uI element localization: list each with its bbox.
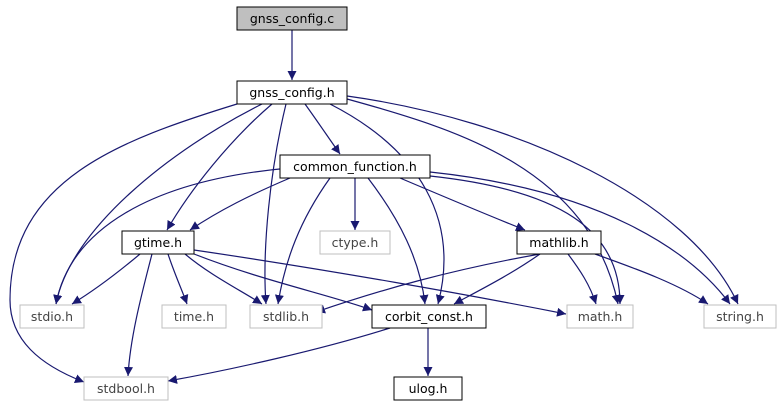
node-label-corbit-const-h: corbit_const.h bbox=[385, 309, 473, 324]
node-stdio-h[interactable]: stdio.h bbox=[19, 304, 85, 329]
node-label-gtime-h: gtime.h bbox=[134, 235, 182, 250]
edge-common-function-h-to-stdlib-h bbox=[274, 177, 331, 305]
edge-gnss-config-h-to-math-h bbox=[346, 98, 621, 305]
edge-mathlib-h-to-stdlib-h bbox=[315, 253, 541, 314]
node-label-mathlib-h: mathlib.h bbox=[529, 235, 588, 250]
edge-gnss-config-h-to-string-h bbox=[346, 95, 739, 305]
node-math-h[interactable]: math.h bbox=[566, 304, 634, 329]
edge-corbit-const-h-to-stdbool-h bbox=[167, 327, 391, 384]
node-ctype-h[interactable]: ctype.h bbox=[319, 230, 391, 255]
edge-gtime-h-to-stdbool-h bbox=[124, 253, 153, 377]
node-ulog-h[interactable]: ulog.h bbox=[393, 376, 463, 401]
edges-layer bbox=[9, 30, 739, 384]
node-gnss-config-c[interactable]: gnss_config.c bbox=[236, 6, 348, 31]
node-common-function-h[interactable]: common_function.h bbox=[279, 154, 431, 179]
edge-gnss-config-h-to-common-function-h bbox=[304, 103, 341, 155]
edge-mathlib-h-to-math-h bbox=[567, 253, 598, 305]
nodes-layer: gnss_config.c gnss_config.h common_funct… bbox=[19, 6, 777, 401]
edge-gtime-h-to-stdio-h bbox=[71, 253, 141, 305]
edge-common-function-h-to-mathlib-h bbox=[399, 177, 526, 231]
edge-gtime-h-to-corbit-const-h bbox=[193, 253, 373, 312]
node-label-ulog-h: ulog.h bbox=[409, 381, 448, 396]
node-label-common-function-h: common_function.h bbox=[293, 159, 417, 174]
node-stdlib-h[interactable]: stdlib.h bbox=[249, 304, 323, 329]
node-label-math-h: math.h bbox=[578, 309, 623, 324]
node-label-ctype-h: ctype.h bbox=[332, 235, 379, 250]
node-label-string-h: string.h bbox=[716, 309, 764, 324]
edge-gtime-h-to-time-h bbox=[167, 253, 189, 305]
edge-common-function-h-to-corbit-const-h bbox=[367, 177, 429, 305]
edge-gtime-h-to-stdlib-h bbox=[184, 253, 263, 305]
edge-mathlib-h-to-corbit-const-h bbox=[453, 253, 541, 305]
edge-gtime-h-to-math-h bbox=[193, 249, 567, 317]
node-gtime-h[interactable]: gtime.h bbox=[121, 230, 195, 255]
edge-common-function-h-to-stdio-h bbox=[53, 167, 291, 305]
edge-mathlib-h-to-string-h bbox=[594, 253, 709, 305]
node-mathlib-h[interactable]: mathlib.h bbox=[516, 230, 602, 255]
edge-gnss-config-h-to-stdbool-h bbox=[9, 103, 238, 383]
node-label-gnss-config-h: gnss_config.h bbox=[249, 85, 334, 100]
node-label-time-h: time.h bbox=[174, 309, 214, 324]
edge-gnss-config-h-to-stdlib-h bbox=[260, 103, 287, 305]
edge-gnss-config-h-to-gtime-h bbox=[166, 103, 273, 231]
node-label-stdbool-h: stdbool.h bbox=[97, 381, 155, 396]
node-label-stdio-h: stdio.h bbox=[31, 309, 73, 324]
edge-gnss-config-h-to-stdio-h bbox=[53, 103, 263, 305]
node-time-h[interactable]: time.h bbox=[161, 304, 227, 329]
edge-common-function-h-to-gtime-h bbox=[189, 177, 291, 231]
edge-gnss-config-h-to-corbit-const-h bbox=[329, 103, 445, 305]
node-label-gnss-config-c: gnss_config.c bbox=[250, 11, 334, 26]
edge-common-function-h-to-string-h bbox=[429, 171, 731, 305]
node-string-h[interactable]: string.h bbox=[703, 304, 777, 329]
node-gnss-config-h[interactable]: gnss_config.h bbox=[236, 80, 348, 105]
node-corbit-const-h[interactable]: corbit_const.h bbox=[371, 304, 487, 329]
node-label-stdlib-h: stdlib.h bbox=[263, 309, 309, 324]
node-stdbool-h[interactable]: stdbool.h bbox=[83, 376, 169, 401]
edge-common-function-h-to-math-h bbox=[429, 175, 625, 305]
